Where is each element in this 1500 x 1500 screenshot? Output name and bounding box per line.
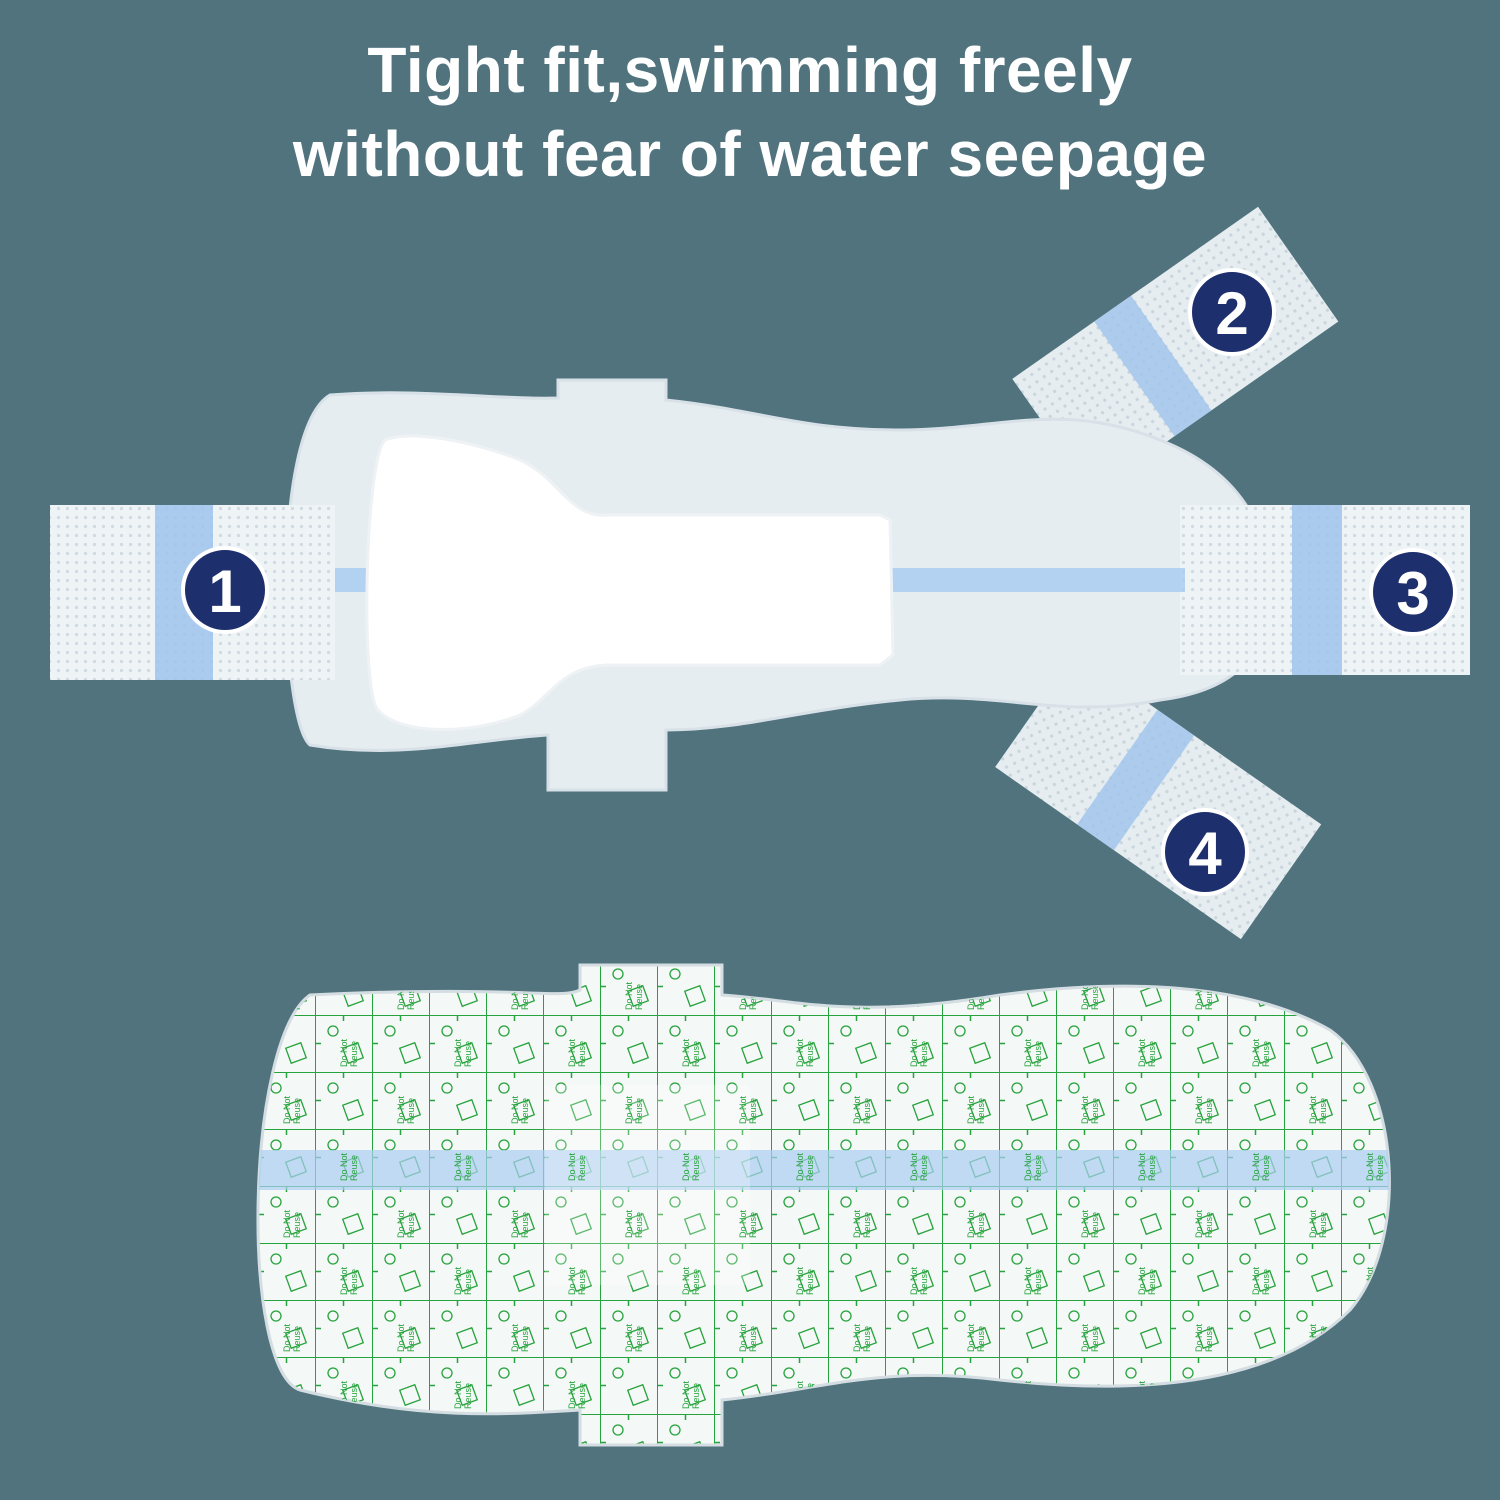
print-label: Do NotReuse: [966, 1209, 986, 1238]
print-label: Do NotReuse: [909, 1038, 929, 1067]
print-label: Do NotReuse: [909, 1266, 929, 1295]
print-label: Do NotReuse: [1080, 1095, 1100, 1124]
print-label: Do NotReuse: [1194, 1209, 1214, 1238]
print-label: Do NotReuse: [1194, 1323, 1214, 1352]
print-label: Do NotReuse: [909, 1152, 929, 1181]
print-label: Do NotReuse: [396, 1095, 416, 1124]
print-label: Do NotReuse: [624, 1209, 644, 1238]
print-label: Do NotReuse: [339, 1266, 359, 1295]
print-label: Do NotReuse: [624, 1095, 644, 1124]
print-label: Do NotReuse: [909, 1380, 929, 1409]
print-label: Do NotReuse: [1251, 1380, 1271, 1409]
print-label: Do NotReuse: [567, 1038, 587, 1067]
print-label: Do NotReuse: [282, 1209, 302, 1238]
print-label: Do NotReuse: [510, 1323, 530, 1352]
print-label: Do NotReuse: [567, 1266, 587, 1295]
print-label: Do NotReuse: [738, 1209, 758, 1238]
print-label: Do NotReuse: [396, 1323, 416, 1352]
print-label: Do NotReuse: [966, 981, 986, 1010]
print-label: Do NotReuse: [1251, 1038, 1271, 1067]
print-label: Do NotReuse: [966, 1095, 986, 1124]
print-label: Do NotReuse: [681, 1038, 701, 1067]
print-label: Do NotReuse: [681, 1266, 701, 1295]
print-label: Do NotReuse: [795, 1038, 815, 1067]
print-label: Do NotReuse: [1080, 1209, 1100, 1238]
print-label: Do NotReuse: [795, 1266, 815, 1295]
headline: Tight fit,swimming freely without fear o…: [0, 28, 1500, 196]
print-label: Do NotReuse: [453, 1266, 473, 1295]
print-label: Do NotReuse: [339, 1038, 359, 1067]
printed-film-strip: [257, 1150, 1390, 1190]
print-label: Do NotReuse: [795, 1380, 815, 1409]
headline-line-1: Tight fit,swimming freely: [367, 34, 1133, 106]
print-label: Do NotReuse: [1308, 1209, 1328, 1238]
print-label: Do NotReuse: [1365, 1266, 1385, 1295]
print-label: Do NotReuse: [1080, 1323, 1100, 1352]
step-marker-3: 3: [1369, 548, 1457, 636]
print-label: Do NotReuse: [1137, 1152, 1157, 1181]
headline-line-2: without fear of water seepage: [292, 118, 1208, 190]
print-label: Do NotReuse: [1137, 1266, 1157, 1295]
print-label: Do NotReuse: [852, 1095, 872, 1124]
print-label: Do NotReuse: [1023, 1152, 1043, 1181]
print-label: Do NotReuse: [738, 1323, 758, 1352]
print-label: Do NotReuse: [624, 1323, 644, 1352]
print-label: Do NotReuse: [681, 1152, 701, 1181]
print-label: Do NotReuse: [510, 1095, 530, 1124]
print-label: Do NotReuse: [1251, 1266, 1271, 1295]
print-label: Do NotReuse: [852, 1209, 872, 1238]
print-label: Do NotReuse: [1365, 1380, 1385, 1409]
print-label: Do NotReuse: [339, 1152, 359, 1181]
print-label: Do NotReuse: [396, 981, 416, 1010]
print-label: Do NotReuse: [510, 981, 530, 1010]
dressing-top: [50, 206, 1470, 940]
step-marker-2: 2: [1188, 268, 1276, 356]
print-label: Do NotReuse: [681, 1380, 701, 1409]
svg-text:1: 1: [208, 558, 241, 625]
dressing-bottom: Do NotReuse Do NotReuse Do NotReuse Do NotR…: [256, 963, 1391, 1447]
print-label: Do NotReuse: [1251, 1152, 1271, 1181]
print-label: Do NotReuse: [1080, 981, 1100, 1010]
print-label: Do NotReuse: [453, 1380, 473, 1409]
print-label: Do NotReuse: [795, 1152, 815, 1181]
print-label: Do NotReuse: [396, 1209, 416, 1238]
step-marker-1: 1: [181, 546, 269, 634]
print-label: Do NotReuse: [1137, 1038, 1157, 1067]
print-label: Do NotReuse: [282, 1095, 302, 1124]
print-label: Do NotReuse: [1365, 1152, 1385, 1181]
print-label: Do NotReuse: [567, 1152, 587, 1181]
print-label: Do NotReuse: [1365, 1038, 1385, 1067]
svg-text:3: 3: [1396, 560, 1429, 627]
absorbent-pad: [365, 434, 895, 731]
svg-text:2: 2: [1215, 280, 1248, 347]
print-label: Do NotReuse: [1023, 1038, 1043, 1067]
print-label: Do NotReuse: [1194, 1095, 1214, 1124]
print-text-layer: Do NotReuse Do NotReuse Do NotReuse Do NotR…: [282, 981, 1385, 1409]
printed-film-pad-outline: [545, 1085, 750, 1285]
print-label: Do NotReuse: [852, 1323, 872, 1352]
print-label: Do NotReuse: [339, 1380, 359, 1409]
print-label: Do NotReuse: [1023, 1266, 1043, 1295]
print-label: Do NotReuse: [1194, 981, 1214, 1010]
print-label: Do NotReuse: [453, 1038, 473, 1067]
svg-text:4: 4: [1188, 820, 1222, 887]
print-label: Do NotReuse: [966, 1323, 986, 1352]
print-label: Do NotReuse: [1308, 1095, 1328, 1124]
print-label: Do NotReuse: [567, 1380, 587, 1409]
print-label: Do NotReuse: [1308, 981, 1328, 1010]
printed-film: [256, 963, 1391, 1447]
print-label: Do NotReuse: [510, 1209, 530, 1238]
print-label: Do NotReuse: [453, 1152, 473, 1181]
print-label: Do NotReuse: [738, 1095, 758, 1124]
step-marker-4: 4: [1161, 808, 1249, 896]
print-label: Do NotReuse: [282, 1323, 302, 1352]
print-label: Do NotReuse: [624, 981, 644, 1010]
